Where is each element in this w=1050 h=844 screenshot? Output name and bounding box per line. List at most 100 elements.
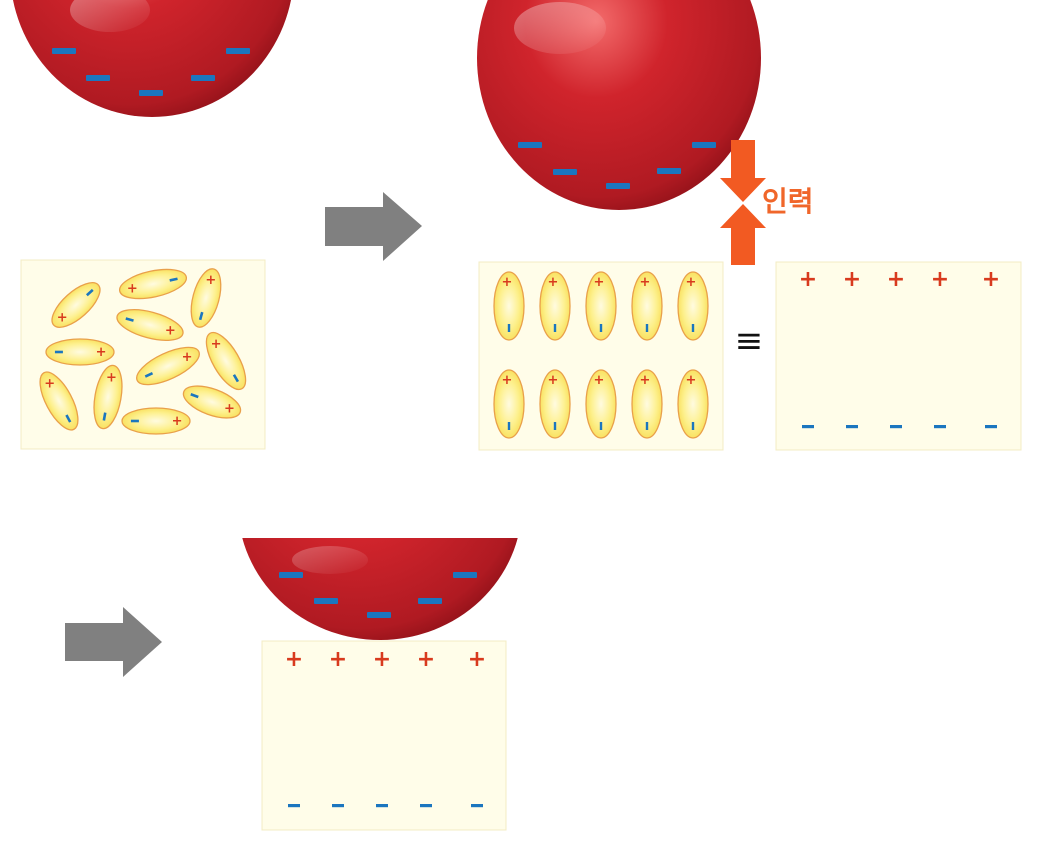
plus-sign: + — [57, 310, 68, 325]
random-molecules: + + + + + + + + + + + — [39, 268, 247, 435]
plus-sign: + — [172, 414, 183, 429]
balloon-2-negative-charges — [518, 142, 716, 189]
plus-sign: + — [640, 373, 651, 388]
plus-sign: + — [686, 373, 697, 388]
plus-sign: + — [182, 350, 193, 365]
minus-sign — [691, 324, 695, 332]
plus-sign: + — [931, 267, 949, 292]
minus-sign — [599, 422, 603, 430]
plus-sign: + — [640, 275, 651, 290]
dipole-molecule: + — [539, 271, 571, 341]
dipole-molecule: + — [677, 369, 709, 439]
plus-sign: + — [205, 273, 216, 288]
minus-sign — [288, 804, 300, 808]
panel-net-charge — [775, 261, 1022, 451]
equivalent-symbol: ≡ — [735, 321, 764, 361]
minus-sign — [507, 324, 511, 332]
dipole-molecule: + — [136, 346, 200, 386]
balloon-1-negative-charges — [52, 48, 250, 96]
minus-sign — [102, 412, 107, 421]
force-arrow-up — [720, 204, 766, 265]
dipole-molecule: + — [677, 271, 709, 341]
plus-sign: + — [329, 647, 347, 672]
scene-1-random: + + + + + + + + + + + — [13, 0, 291, 450]
minus-sign — [645, 324, 649, 332]
plus-sign: + — [686, 275, 697, 290]
plus-sign: + — [211, 337, 222, 352]
dipole-molecule: + — [539, 369, 571, 439]
plus-sign: + — [594, 373, 605, 388]
plus-sign: + — [165, 323, 176, 338]
scene-2-aligned: 인력 + + + + + + + + + + ≡ + + + + + — [477, 0, 1022, 451]
minus-sign — [144, 372, 154, 378]
plus-sign: + — [594, 275, 605, 290]
gray-arrow-1 — [325, 192, 422, 261]
minus-sign — [85, 288, 94, 297]
plus-sign: + — [373, 647, 391, 672]
plus-sign: + — [502, 275, 513, 290]
balloon-3 — [242, 538, 518, 640]
plus-sign: + — [127, 281, 138, 296]
dipole-molecule: + — [585, 369, 617, 439]
plus-sign: + — [96, 345, 107, 360]
dipole-molecule: + — [118, 268, 188, 300]
plus-sign: + — [224, 401, 235, 416]
minus-sign — [376, 804, 388, 808]
balloon-3-negative-charges — [279, 572, 477, 618]
plus-sign: + — [548, 275, 559, 290]
dipole-molecule: + — [585, 271, 617, 341]
plus-sign: + — [468, 647, 486, 672]
net-charges-3: + + + + + — [285, 647, 486, 808]
net-charges-2: +++++ — [799, 267, 1000, 429]
dipole-molecule: + — [631, 271, 663, 341]
minus-sign — [169, 277, 178, 282]
gray-arrow-2 — [65, 607, 162, 677]
attraction-arrows — [720, 140, 766, 265]
minus-sign — [471, 804, 483, 808]
dipole-molecule: + — [205, 331, 247, 391]
plus-sign: + — [502, 373, 513, 388]
minus-sign — [846, 425, 858, 429]
dipole-molecule: + — [493, 369, 525, 439]
scene-3-attached: + + + + + — [242, 538, 518, 831]
minus-sign — [420, 804, 432, 808]
minus-sign — [890, 425, 902, 429]
minus-sign — [553, 422, 557, 430]
minus-sign — [332, 804, 344, 808]
plus-sign: + — [982, 267, 1000, 292]
dipole-molecule: + — [631, 369, 663, 439]
dipole-molecule: + — [121, 407, 191, 435]
dipole-molecule: + — [493, 271, 525, 341]
plus-sign: + — [417, 647, 435, 672]
force-arrow-down — [720, 140, 766, 202]
minus-sign — [691, 422, 695, 430]
minus-sign — [934, 425, 946, 429]
aligned-molecules: + + + + + + + + + + — [493, 271, 709, 439]
minus-sign — [507, 422, 511, 430]
minus-sign — [65, 414, 72, 423]
attraction-label: 인력 — [762, 185, 814, 218]
minus-sign — [985, 425, 997, 429]
minus-sign — [198, 311, 204, 321]
dipole-molecule: + — [116, 309, 184, 341]
plus-sign: + — [44, 376, 55, 391]
dipole-molecule: + — [182, 385, 242, 419]
plus-sign: + — [548, 373, 559, 388]
dipole-molecule: + — [45, 338, 115, 366]
minus-sign — [645, 422, 649, 430]
plus-sign: + — [887, 267, 905, 292]
dipole-molecule: + — [190, 268, 222, 328]
balloon-2 — [477, 0, 761, 210]
plus-sign: + — [106, 370, 117, 385]
minus-sign — [190, 393, 199, 399]
minus-sign — [232, 374, 240, 383]
plus-sign: + — [285, 647, 303, 672]
dipole-molecule: + — [93, 364, 123, 430]
plus-sign: + — [843, 267, 861, 292]
minus-sign — [553, 324, 557, 332]
minus-sign — [54, 350, 63, 354]
minus-sign — [125, 317, 134, 322]
minus-sign — [599, 324, 603, 332]
balloon-1 — [13, 0, 291, 117]
